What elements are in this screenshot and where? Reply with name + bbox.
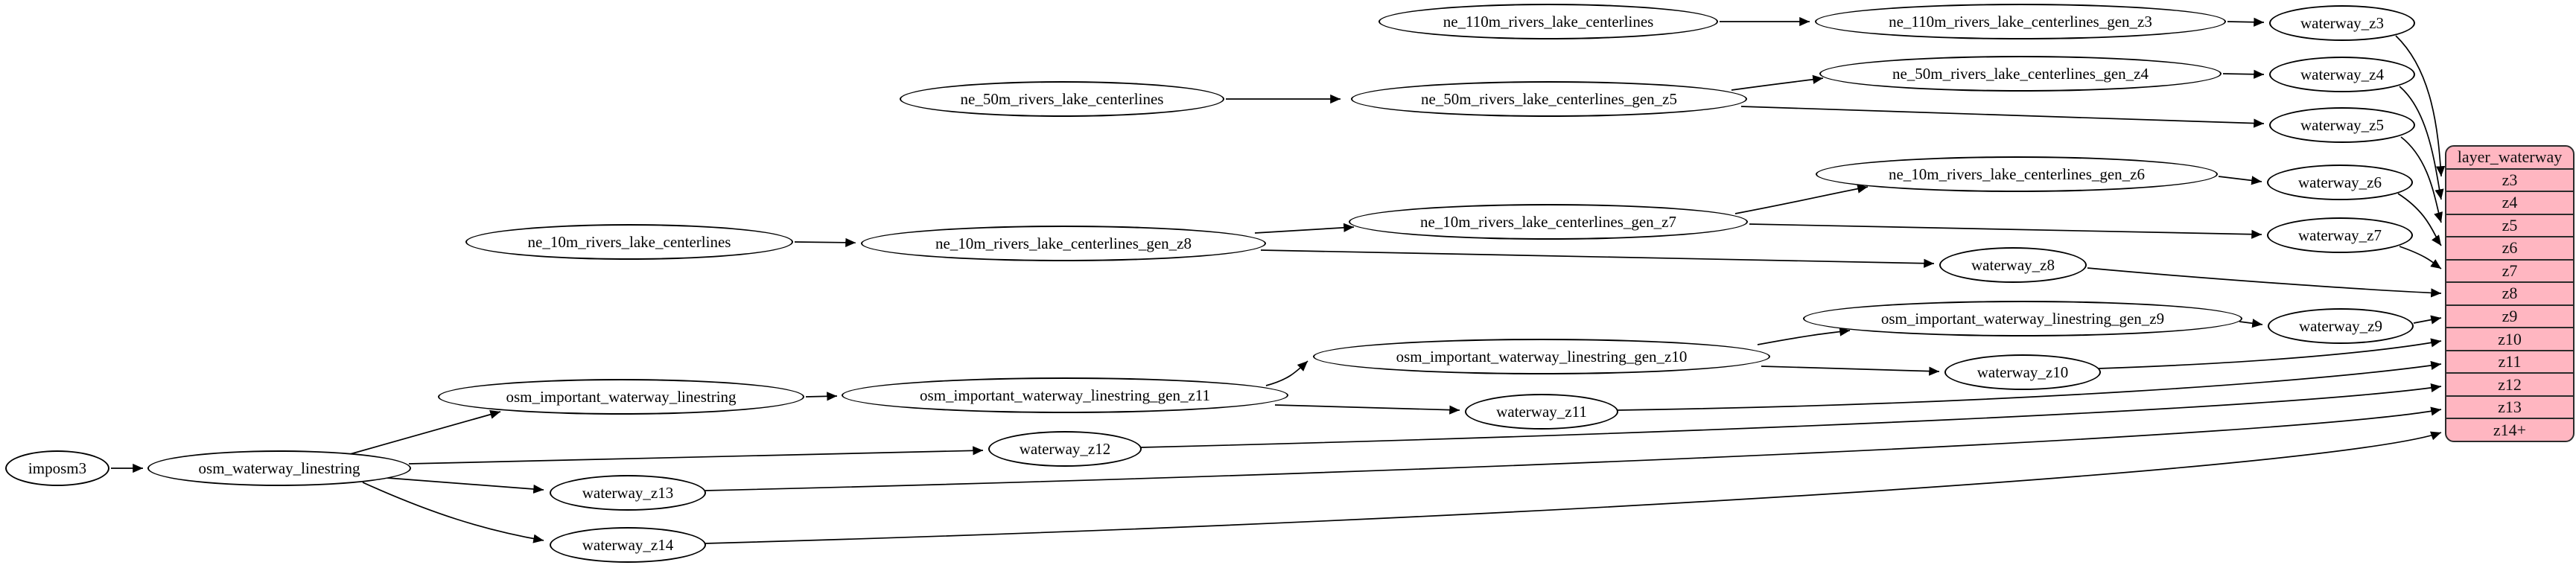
record-row-z10: z10 — [2446, 327, 2573, 350]
node-osm-important-waterway-linestring-gen-z9: osm_important_waterway_linestring_gen_z9 — [1803, 301, 2242, 336]
edge-osm-waterway-to-waterway-z13 — [387, 477, 544, 494]
edge-gen-z9-to-waterway-z9 — [2239, 319, 2263, 328]
edge-gen-z11-to-waterway-z11 — [1274, 404, 1460, 415]
node-osm-waterway-linestring: osm_waterway_linestring — [147, 450, 411, 486]
node-ne-50m-rivers-lake-centerlines: ne_50m_rivers_lake_centerlines — [900, 81, 1224, 117]
edge-waterway-z8-to-row-z8 — [2087, 267, 2442, 298]
record-row-z7: z7 — [2446, 258, 2573, 282]
node-waterway-z9: waterway_z9 — [2268, 308, 2414, 344]
node-waterway-z14: waterway_z14 — [550, 527, 706, 563]
edge-waterway-z7-to-row-z7 — [2399, 246, 2442, 269]
edge-waterway-z13-to-row-z13 — [705, 406, 2442, 491]
record-row-z8: z8 — [2446, 281, 2573, 304]
edge-gen-z5-to-gen-z4 — [1731, 74, 1824, 91]
edge-gen-z10-to-waterway-z10 — [1761, 366, 1940, 376]
node-waterway-z3: waterway_z3 — [2269, 5, 2415, 41]
edge-waterway-z14-to-row-z14 — [705, 431, 2442, 544]
edge-waterway-z6-to-row-z6 — [2397, 193, 2442, 246]
edge-gen-z8-to-waterway-z8 — [1260, 249, 1935, 268]
node-waterway-z10: waterway_z10 — [1944, 354, 2101, 390]
node-ne-10m-rivers-lake-centerlines-gen-z7: ne_10m_rivers_lake_centerlines_gen_z7 — [1349, 204, 1748, 240]
edge-waterway-z10-to-row-z10 — [2098, 338, 2442, 369]
node-waterway-z11: waterway_z11 — [1465, 394, 1618, 430]
edge-gen-z6-to-waterway-z6 — [2218, 176, 2262, 185]
record-row-z11: z11 — [2446, 349, 2573, 373]
record-row-z4: z4 — [2446, 191, 2573, 214]
node-waterway-z6: waterway_z6 — [2267, 165, 2413, 200]
node-ne-110m-rivers-lake-centerlines: ne_110m_rivers_lake_centerlines — [1378, 4, 1718, 39]
node-waterway-z12: waterway_z12 — [988, 431, 1142, 467]
edge-waterway-z12-to-row-z12 — [1140, 383, 2442, 448]
record-row-z3: z3 — [2446, 167, 2573, 191]
node-osm-important-waterway-linestring-gen-z10: osm_important_waterway_linestring_gen_z1… — [1313, 339, 1770, 374]
edge-waterway-z9-to-row-z9 — [2413, 315, 2442, 325]
node-ne-50m-rivers-lake-centerlines-gen-z5: ne_50m_rivers_lake_centerlines_gen_z5 — [1351, 81, 1747, 117]
node-waterway-z13: waterway_z13 — [550, 475, 706, 511]
edge-osm-waterway-to-osm-important-waterway — [349, 409, 501, 455]
edge-waterway-z11-to-row-z11 — [1617, 360, 2442, 411]
record-row-z9: z9 — [2446, 304, 2573, 328]
node-waterway-z5: waterway_z5 — [2269, 107, 2415, 143]
edge-gen-z8-to-gen-z7 — [1254, 223, 1355, 234]
node-ne-10m-rivers-lake-centerlines-gen-z6: ne_10m_rivers_lake_centerlines_gen_z6 — [1816, 156, 2218, 192]
node-waterway-z4: waterway_z4 — [2269, 57, 2415, 92]
record-title: layer_waterway — [2457, 147, 2563, 167]
node-ne-50m-rivers-lake-centerlines-gen-z4: ne_50m_rivers_lake_centerlines_gen_z4 — [1819, 56, 2222, 92]
record-layer-waterway: layer_waterway z3 z4 z5 z6 z7 z8 z9 z10 … — [2445, 145, 2575, 442]
edge-osm-waterway-to-waterway-z14 — [362, 482, 544, 543]
record-row-z14plus: z14+ — [2446, 418, 2573, 441]
node-waterway-z7: waterway_z7 — [2267, 217, 2413, 253]
edge-osm-important-to-gen-z11 — [805, 392, 838, 401]
edge-gen-z7-to-waterway-z7 — [1749, 223, 2262, 239]
edge-gen-z5-to-waterway-z5 — [1740, 106, 2265, 128]
edge-gen-z11-to-gen-z10 — [1265, 360, 1308, 386]
record-row-z13: z13 — [2446, 395, 2573, 418]
node-imposm3: imposm3 — [5, 450, 109, 486]
edge-gen-z10-to-gen-z9 — [1757, 327, 1851, 345]
node-ne-110m-rivers-lake-centerlines-gen-z3: ne_110m_rivers_lake_centerlines_gen_z3 — [1815, 4, 2226, 39]
node-ne-10m-rivers-lake-centerlines-gen-z8: ne_10m_rivers_lake_centerlines_gen_z8 — [861, 226, 1266, 261]
edge-gen-z7-to-gen-z6 — [1734, 184, 1869, 214]
node-ne-10m-rivers-lake-centerlines: ne_10m_rivers_lake_centerlines — [465, 224, 793, 260]
edge-waterway-z3-to-row-z3 — [2395, 35, 2446, 177]
node-osm-important-waterway-linestring-gen-z11: osm_important_waterway_linestring_gen_z1… — [842, 377, 1288, 413]
edge-waterway-z4-to-row-z4 — [2399, 86, 2444, 200]
record-row-z6: z6 — [2446, 236, 2573, 259]
node-waterway-z8: waterway_z8 — [1939, 247, 2087, 283]
node-osm-important-waterway-linestring: osm_important_waterway_linestring — [438, 379, 804, 415]
edge-waterway-z5-to-row-z5 — [2400, 136, 2443, 223]
edge-osm-waterway-to-waterway-z12 — [408, 446, 984, 465]
edge-ne10m-to-gen-z8 — [794, 237, 856, 247]
record-row-z5: z5 — [2446, 213, 2573, 237]
record-row-z12: z12 — [2446, 372, 2573, 395]
